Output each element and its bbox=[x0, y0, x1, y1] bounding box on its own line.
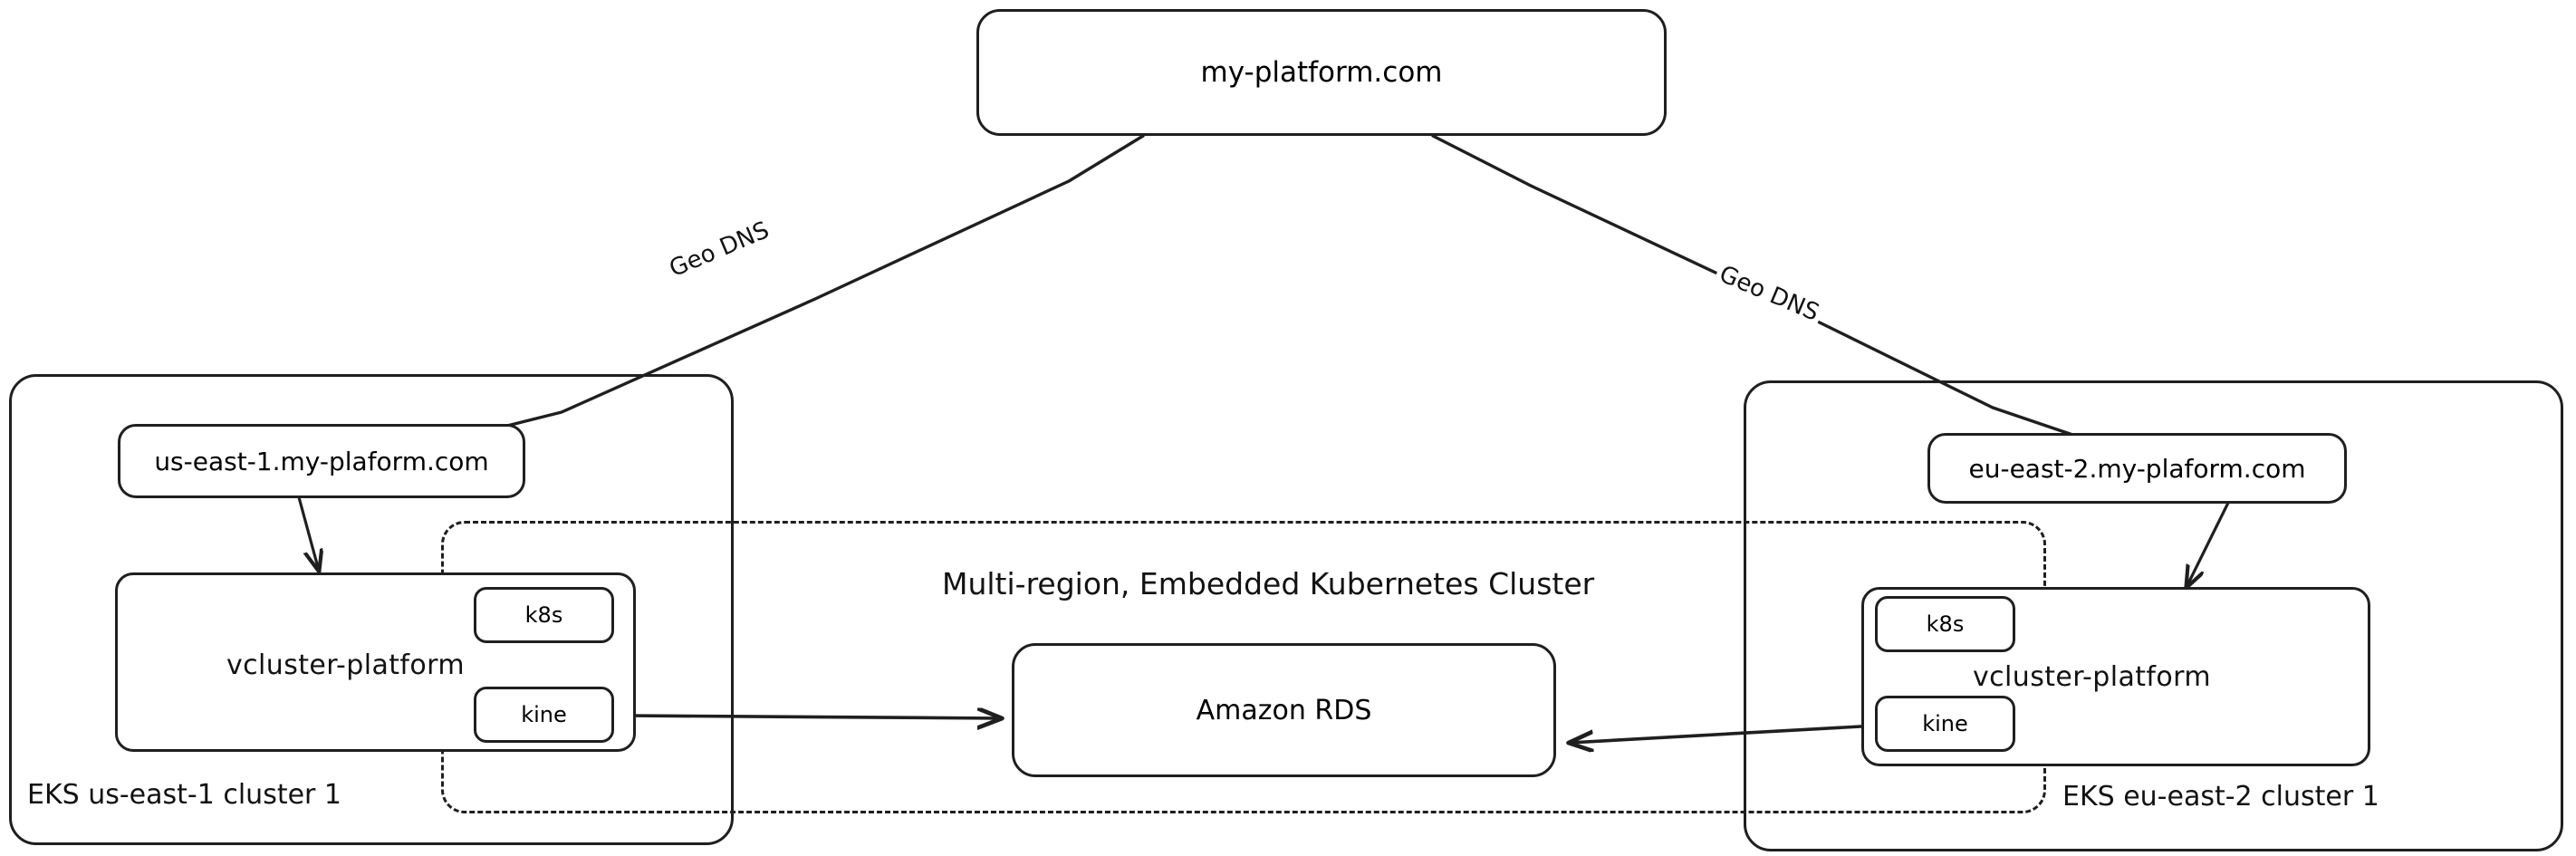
region-caption-us-east-1: EKS us-east-1 cluster 1 bbox=[27, 779, 342, 811]
edge-us-endpoint-to-platform bbox=[297, 495, 319, 571]
edge-eu-kine-to-rds bbox=[1570, 723, 1895, 743]
region-caption-eu-east-2: EKS eu-east-2 cluster 1 bbox=[2062, 781, 2379, 813]
component-label-eu-east-2-k8s: k8s bbox=[1926, 611, 1965, 637]
root-domain-label: my-platform.com bbox=[1200, 56, 1443, 89]
edge-us-kine-to-rds bbox=[625, 716, 1001, 718]
component-label-us-east-1-kine: kine bbox=[521, 702, 567, 727]
region-box-us-east-1 bbox=[9, 374, 734, 845]
component-node-eu-east-2-k8s[interactable]: k8s bbox=[1875, 596, 2015, 652]
endpoint-label-us-east-1: us-east-1.my-plaform.com bbox=[154, 446, 489, 476]
database-node-amazon-rds[interactable]: Amazon RDS bbox=[1012, 643, 1556, 777]
component-node-us-east-1-kine[interactable]: kine bbox=[474, 687, 614, 743]
platform-label-eu-east-2: vcluster-platform bbox=[1973, 661, 2211, 693]
edge-eu-endpoint-to-platform bbox=[2187, 501, 2230, 587]
root-domain-node[interactable]: my-platform.com bbox=[976, 9, 1667, 136]
component-node-us-east-1-k8s[interactable]: k8s bbox=[474, 587, 614, 643]
component-node-eu-east-2-kine[interactable]: kine bbox=[1875, 696, 2015, 752]
database-label-amazon-rds: Amazon RDS bbox=[1196, 694, 1372, 726]
component-label-eu-east-2-kine: kine bbox=[1922, 711, 1968, 736]
endpoint-label-eu-east-2: eu-east-2.my-plaform.com bbox=[1968, 453, 2306, 484]
multi-region-title: Multi-region, Embedded Kubernetes Cluste… bbox=[942, 566, 1595, 601]
region-box-eu-east-2 bbox=[1744, 380, 2563, 851]
endpoint-node-eu-east-2[interactable]: eu-east-2.my-plaform.com bbox=[1927, 433, 2347, 504]
endpoint-node-us-east-1[interactable]: us-east-1.my-plaform.com bbox=[118, 424, 525, 498]
platform-label-us-east-1: vcluster-platform bbox=[226, 649, 465, 681]
component-label-us-east-1-k8s: k8s bbox=[524, 602, 563, 628]
